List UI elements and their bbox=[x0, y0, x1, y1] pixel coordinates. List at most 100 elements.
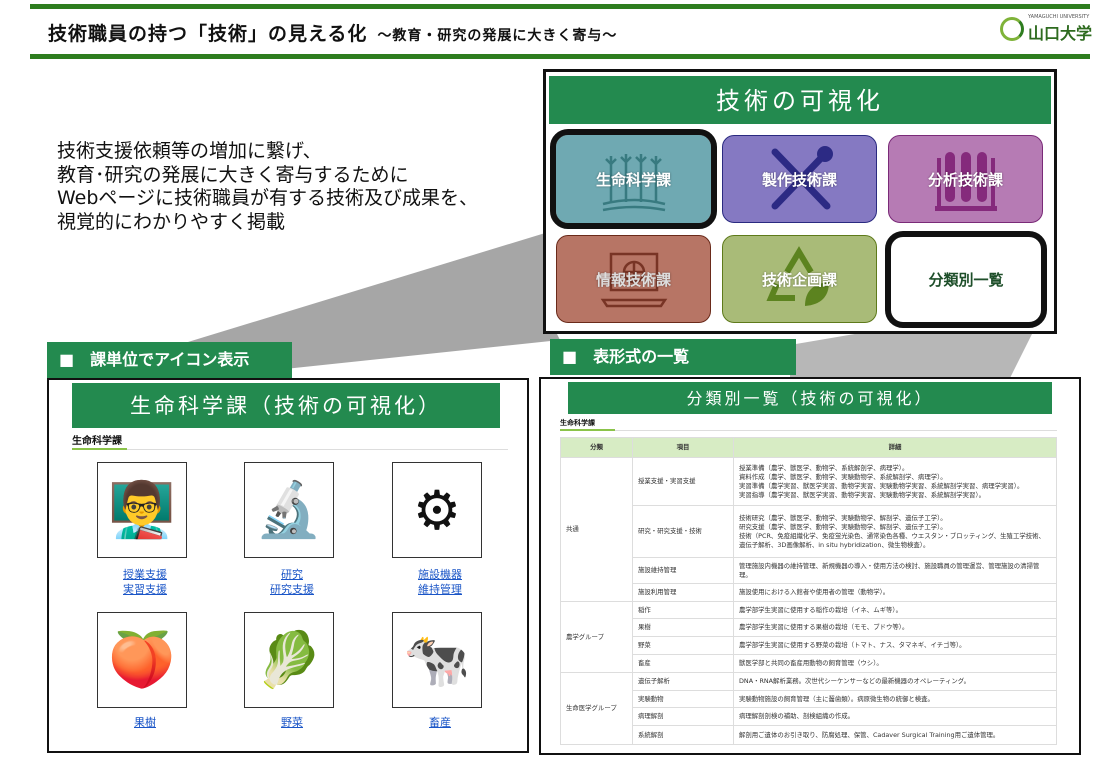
table-row: 農学グループ稲作農学部学生実習に使用する稲作の栽培（イネ、ムギ等）。 bbox=[560, 601, 1057, 673]
group-cell: 共通 bbox=[560, 457, 633, 602]
detail-cell: 病理解剖剖検の補助、剖検組織の作成。 bbox=[733, 707, 1057, 726]
tile-label: 分類別一覧 bbox=[928, 271, 1004, 289]
link-fruit[interactable]: 果樹 bbox=[134, 716, 156, 729]
card-facility[interactable]: ⚙ bbox=[392, 462, 482, 558]
recycle-leaf-icon bbox=[765, 246, 829, 306]
detail-cell: 農学部学生実習に使用する果樹の栽培（モモ、ブドウ等）。 bbox=[733, 618, 1057, 637]
section-text: 生命科学課 bbox=[72, 436, 122, 447]
tile-fabrication[interactable]: 製作技術課 bbox=[722, 135, 877, 223]
table-row: 病理解剖病理解剖剖検の補助、剖検組織の作成。 bbox=[561, 707, 1057, 726]
table-row: 生命医学グループ遺伝子解析 DNA・RNA解析業務。次世代シーケンサーなどの最新機… bbox=[560, 672, 1057, 745]
detail-line: 獣医学部と共同の畜産用動物の飼育管理（ウシ）。 bbox=[739, 659, 883, 667]
item-cell: 稲作 bbox=[632, 601, 734, 619]
table-row: 果樹農学部学生実習に使用する果樹の栽培（モモ、ブドウ等）。 bbox=[561, 618, 1057, 637]
intro-line: 視覚的にわかりやすく掲載 bbox=[57, 210, 286, 233]
item-cell: 授業支援・実習支援 bbox=[632, 457, 734, 506]
item-cell: 野菜 bbox=[632, 636, 734, 655]
link-maintenance[interactable]: 維持管理 bbox=[418, 583, 462, 596]
callout-right bbox=[790, 328, 1035, 378]
table-row: 研究・研究支援・技術技術研究（農学、獣医学、動物学、実験動物学、解剖学、遺伝子工… bbox=[561, 505, 1057, 558]
link-practice-support[interactable]: 実習支援 bbox=[123, 583, 167, 596]
left-panel-title: 生命科学課（技術の可視化） bbox=[72, 383, 500, 428]
link-facility-equipment[interactable]: 施設機器 bbox=[418, 568, 462, 581]
detail-line: 管理施設内機器の維持管理、新規機器の導入・使用方法の検討、施設職員の管理運営、管… bbox=[739, 561, 1040, 579]
detail-line: 技術（PCR、免疫組織化学、免疫蛍光染色、通常染色各種、ウエスタン・ブロッティン… bbox=[739, 531, 1045, 549]
table-row: 実験動物実験動物施設の飼育管理（主に齧歯類）。病原微生物の統御と検査。 bbox=[561, 690, 1057, 708]
detail-line: 実習指導（農学実習、獣医学実習、動物学実習、実験動物学実習、系統解剖学実習）。 bbox=[739, 490, 986, 499]
detail-line: 病理解剖剖検の補助、剖検組織の作成。 bbox=[739, 712, 855, 720]
logo-name: 山口大学 bbox=[1027, 24, 1092, 43]
detail-line: 実習準備（農学実習、獣医学実習、動物学実習、実験動物学実習、系統解剖学実習、病理… bbox=[739, 481, 1024, 490]
tile-analysis[interactable]: 分析技術課 bbox=[888, 135, 1043, 223]
detail-line: 施設使用における入館者や使用者の管理（動物学）。 bbox=[739, 588, 890, 596]
item-cell: 果樹 bbox=[632, 618, 734, 637]
detail-line: 研究支援（農学、獣医学、動物学、実験動物学、解剖学、遺伝子工学）。 bbox=[739, 522, 947, 531]
item-cell: 遺伝子解析 bbox=[632, 672, 734, 691]
link-research[interactable]: 研究 bbox=[281, 568, 303, 581]
item-cell: 実験動物 bbox=[632, 690, 734, 708]
detail-cell: 実験動物施設の飼育管理（主に齧歯類）。病原微生物の統御と検査。 bbox=[733, 690, 1057, 708]
tile-life-science[interactable]: 生命科学課 bbox=[550, 129, 717, 229]
item-cell: 病理解剖 bbox=[632, 707, 734, 726]
detail-line: DNA・RNA解析業務。次世代シーケンサーなどの最新機器のオペレーティング。 bbox=[739, 677, 971, 685]
viz-title: 技術の可視化 bbox=[549, 76, 1051, 124]
tile-label: 情報技術課 bbox=[595, 270, 671, 289]
detail-cell: 農学部学生実習に使用する稲作の栽培（イネ、ムギ等）。 bbox=[733, 601, 1057, 619]
detail-cell: 解剖用ご遺体のお引き取り、防腐処理、保管、Cadaver Surgical Tr… bbox=[733, 725, 1057, 745]
detail-cell: 獣医学部と共同の畜産用動物の飼育管理（ウシ）。 bbox=[733, 654, 1057, 673]
card-vegetable[interactable]: 🥬 bbox=[244, 612, 334, 708]
tile-label: 技術企画課 bbox=[761, 270, 837, 289]
test-tubes-icon bbox=[934, 152, 997, 211]
table-row: 野菜農学部学生実習に使用する野菜の栽培（トマト、ナス、タマネギ、イチゴ等）。 bbox=[561, 636, 1057, 655]
visualization-preview: 技術の可視化 生命科学課 製作技術課 分析技術課 情報技術課 技術企画課 分類別… bbox=[543, 69, 1057, 334]
logo-mark-icon bbox=[999, 17, 1024, 41]
item-cell: 畜産 bbox=[632, 654, 734, 673]
detail-cell: DNA・RNA解析業務。次世代シーケンサーなどの最新機器のオペレーティング。 bbox=[733, 672, 1057, 691]
detail-line: 授業準備（農学、獣医学、動物学、系統解剖学、病理学）。 bbox=[739, 463, 909, 472]
right-section-heading: 生命科学課 bbox=[560, 418, 1057, 431]
left-panel-tab: ■ 課単位でアイコン表示 bbox=[47, 342, 292, 378]
detail-line: 農学部学生実習に使用する野菜の栽培（トマト、ナス、タマネギ、イチゴ等）。 bbox=[739, 641, 966, 649]
header-rule-top bbox=[30, 4, 1090, 9]
item-cell: 系統解剖 bbox=[632, 725, 734, 745]
link-research-support[interactable]: 研究支援 bbox=[270, 583, 314, 596]
item-cell: 施設利用管理 bbox=[632, 583, 734, 602]
intro-line: 技術支援依頼等の増加に繋げ、 bbox=[57, 140, 322, 162]
col-header: 詳細 bbox=[733, 437, 1057, 458]
detail-line: 農学部学生実習に使用する稲作の栽培（イネ、ムギ等）。 bbox=[739, 605, 902, 614]
group-cell: 生命医学グループ bbox=[560, 672, 633, 745]
cow-icon: 🐄 bbox=[403, 628, 471, 691]
detail-line: 実験動物施設の飼育管理（主に齧歯類）。病原微生物の統御と検査。 bbox=[739, 694, 934, 703]
tile-label: 分析技術課 bbox=[927, 170, 1003, 189]
card-links: 授業支援実習支援 bbox=[80, 567, 210, 597]
card-class-support[interactable]: 👨‍🏫 bbox=[97, 462, 187, 558]
detail-cell: 管理施設内機器の維持管理、新規機器の導入・使用方法の検討、施設職員の管理運営、管… bbox=[733, 557, 1057, 584]
link-vegetable[interactable]: 野菜 bbox=[281, 716, 303, 729]
intro-line: 教育･研究の発展に大きく寄与するために bbox=[57, 163, 409, 186]
table-row: 共通授業支援・実習支援授業準備（農学、獣医学、動物学、系統解剖学、病理学）。資料… bbox=[560, 457, 1057, 602]
tile-planning[interactable]: 技術企画課 bbox=[722, 235, 877, 323]
table-row: 施設利用管理施設使用における入館者や使用者の管理（動物学）。 bbox=[561, 583, 1057, 602]
left-section-heading: 生命科学課 bbox=[72, 432, 508, 450]
card-fruit[interactable]: 🍑 bbox=[97, 612, 187, 708]
col-header: 項目 bbox=[632, 437, 734, 458]
card-livestock[interactable]: 🐄 bbox=[392, 612, 482, 708]
detail-line: 資料作成（農学、獣医学、動物学、実験動物学、系統解剖学、病理学）。 bbox=[739, 472, 947, 481]
tile-label: 生命科学課 bbox=[595, 170, 671, 189]
link-livestock[interactable]: 畜産 bbox=[429, 716, 451, 729]
card-links: 研究研究支援 bbox=[227, 567, 357, 597]
item-cell: 研究・研究支援・技術 bbox=[632, 505, 734, 558]
category-table: 分類 項目 詳細 共通授業支援・実習支援授業準備（農学、獣医学、動物学、系統解剖… bbox=[560, 437, 1057, 745]
link-class-support[interactable]: 授業支援 bbox=[123, 568, 167, 581]
tile-information[interactable]: 情報技術課 bbox=[556, 235, 711, 323]
detail-line: 農学部学生実習に使用する果樹の栽培（モモ、ブドウ等）。 bbox=[739, 623, 909, 631]
subtitle-text: ～教育・研究の発展に大きく寄与～ bbox=[377, 28, 618, 44]
section-text: 生命科学課 bbox=[560, 419, 595, 427]
tile-label: 製作技術課 bbox=[761, 170, 837, 189]
slide-title: 技術職員の持つ「技術」の見える化～教育・研究の発展に大きく寄与～ bbox=[48, 19, 617, 46]
card-research[interactable]: 🔬 bbox=[244, 462, 334, 558]
tile-category-list[interactable]: 分類別一覧 bbox=[885, 231, 1047, 328]
gears-icon: ⚙ bbox=[412, 478, 462, 542]
teacher-icon: 👨‍🏫 bbox=[108, 478, 176, 541]
